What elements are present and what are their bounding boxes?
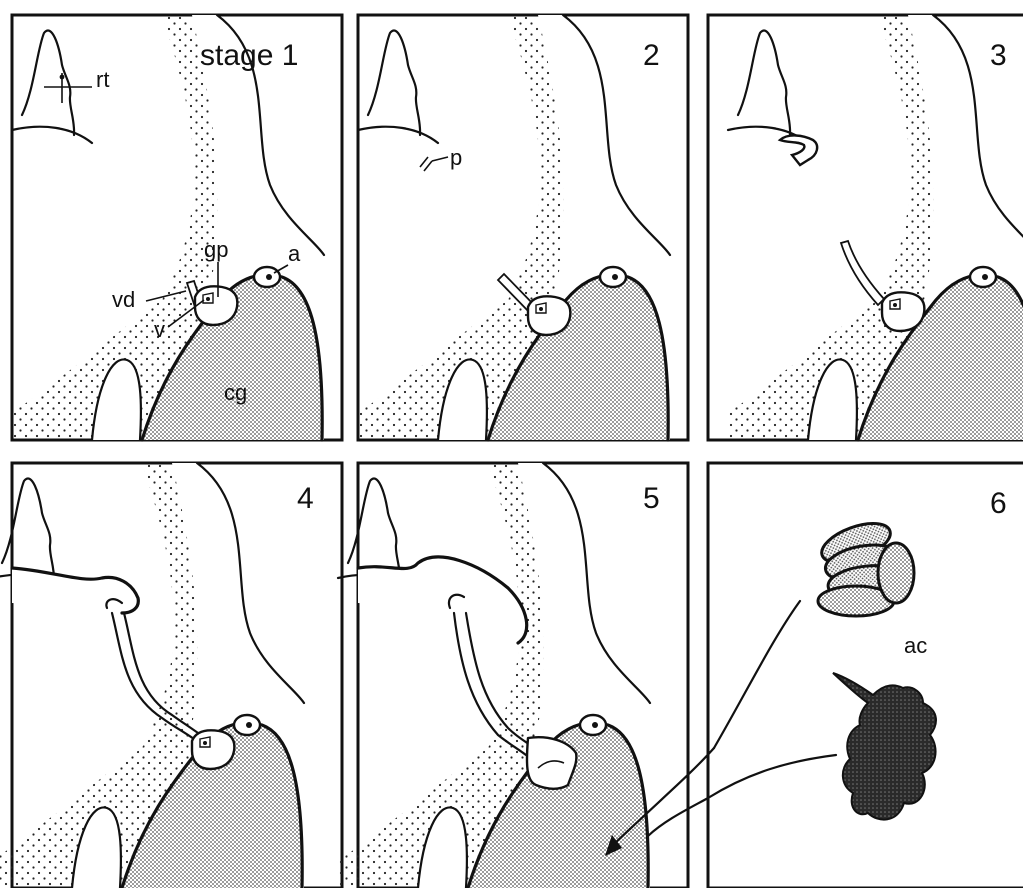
panel-6: 6 ac [708, 463, 1023, 888]
label-v: v [154, 317, 165, 342]
label-vd: vd [112, 287, 135, 312]
panel-number: 4 [297, 482, 314, 515]
panel-3: 3 [708, 15, 1023, 440]
label-ac: ac [904, 633, 927, 658]
label-rt: rt [96, 67, 109, 92]
label-p: p [450, 145, 462, 170]
label-gp: gp [204, 237, 228, 262]
panel-number: 2 [643, 39, 660, 72]
panel-number: 6 [990, 487, 1007, 520]
panel-number: stage 1 [200, 39, 298, 72]
panel-2: 2 p [358, 15, 688, 440]
panel-number: 5 [643, 482, 660, 515]
label-a: a [288, 241, 301, 266]
label-cg: cg [224, 380, 247, 405]
panel-number: 3 [990, 39, 1007, 72]
panel-1: stage 1 rt gp a vd v cg [12, 15, 342, 440]
panel-4: 4 [0, 463, 342, 888]
